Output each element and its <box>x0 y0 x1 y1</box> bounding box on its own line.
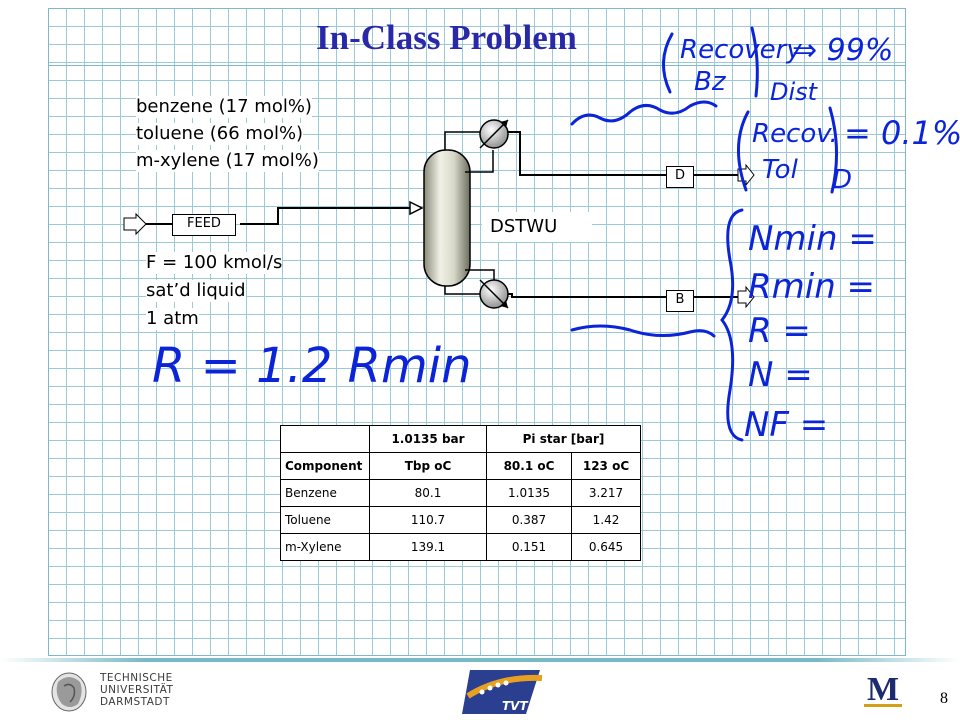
table-cell: 1.0135 <box>486 479 572 507</box>
table-cell: 3.217 <box>571 479 641 507</box>
table-cell: Toluene <box>280 506 370 534</box>
michigan-logo-icon: M <box>862 670 904 712</box>
title-box <box>48 8 906 66</box>
feed-arrow-icon <box>409 200 424 216</box>
table-header-cell: Component <box>280 452 370 480</box>
table-row: Toluene 110.7 0.387 1.42 <box>280 506 641 534</box>
table-cell: m-Xylene <box>280 533 370 561</box>
feed-stream-line <box>240 207 410 225</box>
feed-stream-label: FEED <box>172 214 236 236</box>
feed-flowrate: F = 100 kmol/s <box>146 252 283 274</box>
university-line: DARMSTADT <box>100 696 170 708</box>
distillate-stream-line <box>508 131 738 176</box>
table-row: Benzene 80.1 1.0135 3.217 <box>280 479 641 507</box>
block-name-label: DSTWU <box>482 212 592 242</box>
distillate-outlet-arrow-icon <box>737 163 755 187</box>
table-header-cell <box>280 425 370 453</box>
slide-title: In-Class Problem <box>316 18 577 57</box>
table-header-row: 1.0135 bar Pi star [bar] <box>280 425 641 453</box>
property-table: 1.0135 bar Pi star [bar] Component Tbp o… <box>280 425 641 561</box>
table-cell: 0.151 <box>486 533 572 561</box>
university-name: TECHNISCHE UNIVERSITÄT DARMSTADT <box>100 672 173 708</box>
university-line: UNIVERSITÄT <box>100 684 174 696</box>
bottoms-stream-label: B <box>666 290 694 312</box>
table-row: m-Xylene 139.1 0.151 0.645 <box>280 533 641 561</box>
table-header-row: Component Tbp oC 80.1 oC 123 oC <box>280 452 641 480</box>
feed-composition-benzene: benzene (17 mol%) <box>136 96 312 118</box>
table-header-cell: Tbp oC <box>369 452 487 480</box>
table-cell: 1.42 <box>571 506 641 534</box>
table-cell: 0.387 <box>486 506 572 534</box>
table-header-cell: 1.0135 bar <box>369 425 487 453</box>
distillation-column <box>423 149 471 287</box>
table-cell: 110.7 <box>369 506 487 534</box>
distillate-stream-label: D <box>666 166 694 188</box>
bottoms-stream-line <box>506 293 738 298</box>
tvt-logo-text: TVT <box>502 699 528 713</box>
michigan-logo-letter: M <box>867 671 899 708</box>
feed-pressure: 1 atm <box>146 308 199 330</box>
table-header-cell: 123 oC <box>571 452 641 480</box>
tvt-logo-icon: TVT <box>462 670 543 714</box>
bottoms-outlet-arrow-icon <box>737 285 755 309</box>
feed-inlet-arrow-icon <box>123 212 147 236</box>
table-cell: 0.645 <box>571 533 641 561</box>
table-cell: 139.1 <box>369 533 487 561</box>
feed-composition-mxylene: m-xylene (17 mol%) <box>136 150 319 172</box>
page-number: 8 <box>940 690 948 707</box>
table-cell: 80.1 <box>369 479 487 507</box>
table-cell: Benzene <box>280 479 370 507</box>
feed-phase: sat’d liquid <box>146 280 246 302</box>
table-header-cell: Pi star [bar] <box>486 425 641 453</box>
tu-darmstadt-logo-icon <box>51 672 87 712</box>
footer-divider <box>0 658 960 662</box>
university-line: TECHNISCHE <box>100 672 173 684</box>
feed-composition-toluene: toluene (66 mol%) <box>136 123 304 145</box>
table-header-cell: 80.1 oC <box>486 452 572 480</box>
